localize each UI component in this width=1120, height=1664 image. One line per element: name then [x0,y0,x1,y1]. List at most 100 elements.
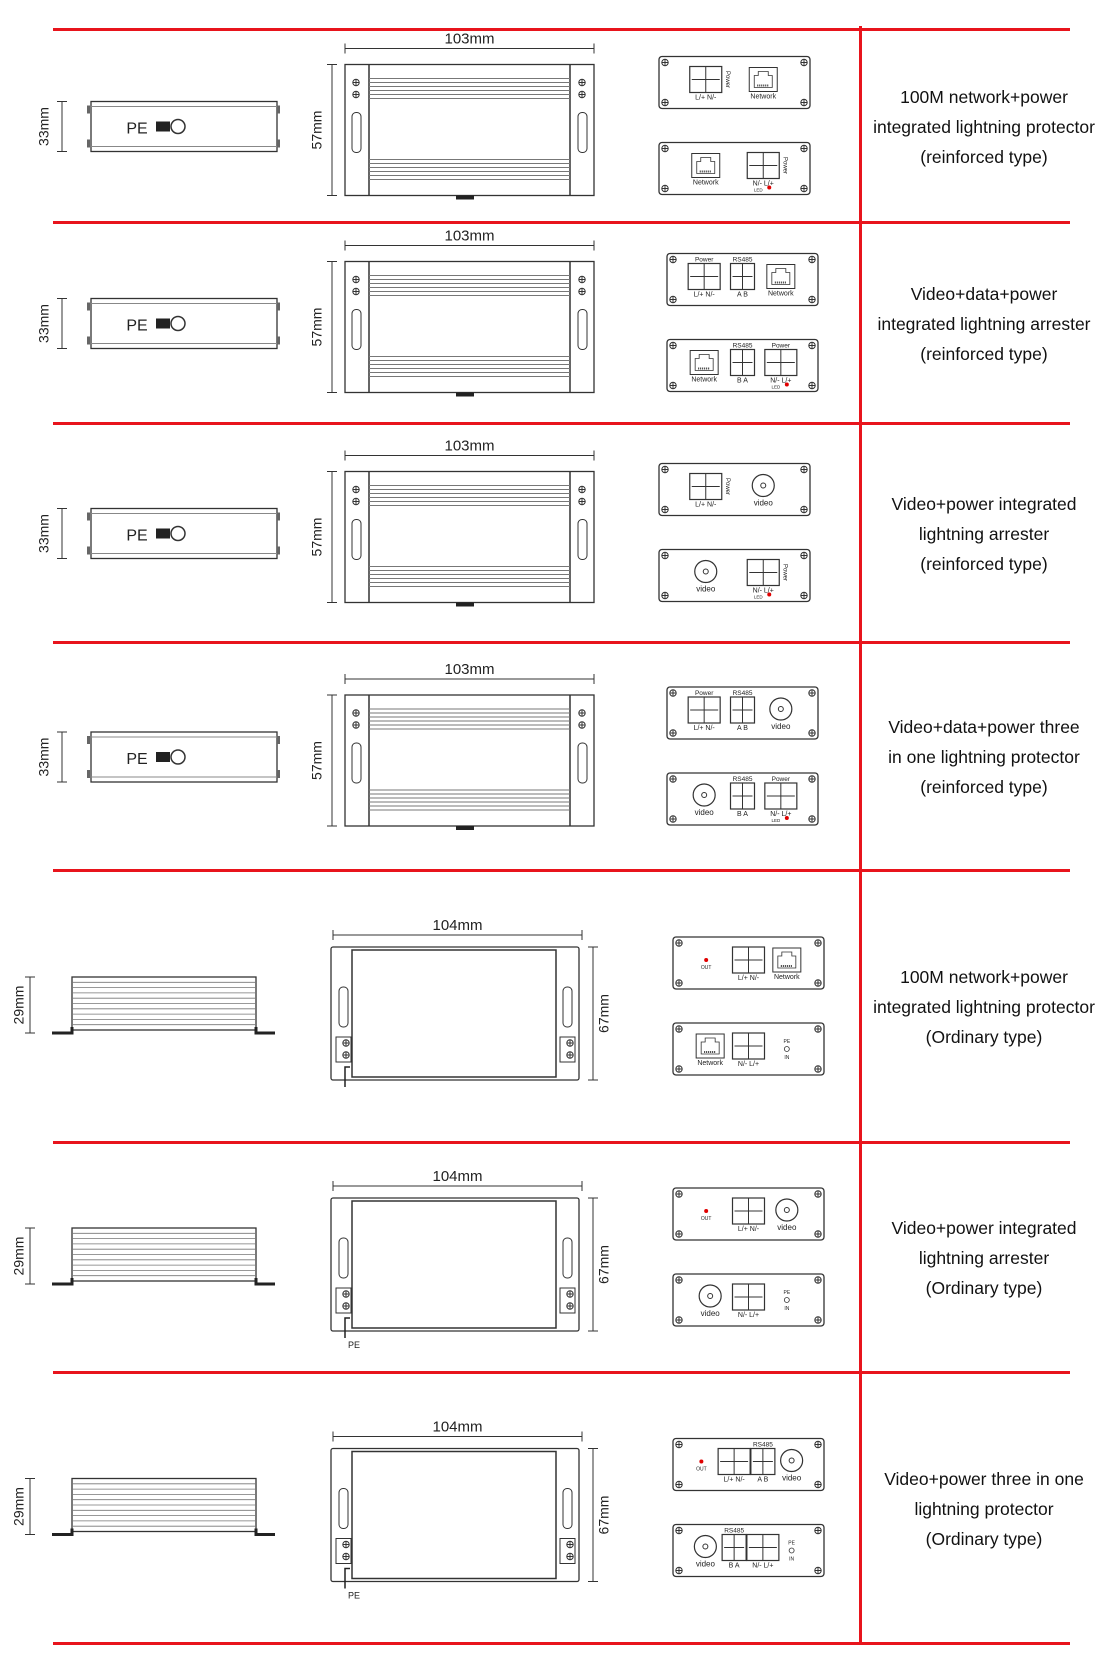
screw-icon [661,144,669,153]
port-label: N/- L/+ [753,181,774,188]
top-view [344,63,595,200]
dimension-line [588,1197,598,1332]
bnc-video-port-icon [693,1534,717,1559]
screw-icon [342,1540,350,1549]
screw-icon [578,90,586,99]
ground-screw-icon [156,752,170,762]
description-line: in one lightning protector [888,747,1080,767]
description-line: (Ordinary type) [925,1528,1043,1549]
port-label: N/- L/+ [738,1061,759,1068]
side-view [52,1477,275,1536]
screw-icon [578,275,586,284]
port-label: L/+ N/- [694,725,716,732]
screw-icon [566,1290,574,1298]
bnc-video-port-icon [694,559,718,584]
led-label: OUT [696,1467,707,1473]
width-dimension-label: 103mm [444,228,494,245]
dimension-line [588,946,598,1081]
side-view: PE [87,297,280,350]
row-divider [53,869,1070,872]
pe-label: PE [783,1039,790,1045]
ground-screw-icon [170,749,186,765]
screw-icon [808,381,816,390]
port-caption: Power [772,776,791,783]
column-divider [859,26,862,1644]
side-view [52,976,275,1035]
screw-icon [814,939,822,947]
led-indicator-icon [767,185,772,190]
screw-icon [661,591,669,600]
port-label: Network [693,180,719,187]
port-caption: Power [724,478,730,495]
led-label: OUT [701,965,712,971]
side-view: PE [87,100,280,153]
screw-icon [342,1290,350,1298]
width-dimension-label: 103mm [444,438,494,455]
screw-icon [352,497,360,506]
height-dimension-label: 29mm [11,1487,27,1526]
screw-icon [800,465,808,474]
screw-icon [669,255,677,264]
port-label: Network [768,291,794,298]
screw-icon [578,485,586,494]
row-divider [53,1371,1070,1374]
screw-icon [814,1480,822,1489]
depth-dimension-label: 67mm [596,994,612,1033]
height-dimension-label: 33mm [36,304,52,343]
screw-icon [800,58,808,67]
description-line: Video+data+power [910,283,1058,304]
ground-screw-icon [170,315,186,332]
screw-icon [352,485,360,494]
in-label: IN [784,1055,789,1061]
screw-icon [669,815,677,823]
screw-icon [675,1230,683,1238]
port-label: B A [737,811,748,818]
dimension-line [332,1181,583,1191]
screw-icon [342,1552,350,1561]
width-dimension-label: 103mm [444,661,494,678]
port-label: B A [737,378,748,385]
depth-dimension-label: 57mm [309,308,325,347]
top-view: PE [330,1447,580,1601]
pe-label: PE [348,1340,360,1350]
description-line: (reinforced type) [920,343,1048,364]
screw-icon [675,1480,683,1489]
port-label: N/- L/+ [753,588,774,595]
pe-indicator-icon [783,1297,790,1303]
port-label: A B [737,725,748,732]
port-label: Network [750,94,776,101]
port-label: L/+ N/- [738,975,760,982]
screw-icon [800,144,808,153]
port-caption: Power [695,690,714,697]
screw-icon [669,341,677,350]
description-line: 100M network+power [900,86,1068,107]
bnc-video-port-icon [692,783,716,807]
width-dimension-label: 104mm [432,917,482,934]
screw-icon [814,1025,822,1033]
in-label: IN [784,1306,789,1312]
screw-icon [566,1552,574,1561]
ground-wire [344,1317,350,1338]
screw-icon [814,1276,822,1284]
port-label: N/- L/+ [738,1312,759,1319]
dimension-line [327,471,337,603]
ground-screw-icon [170,118,186,135]
